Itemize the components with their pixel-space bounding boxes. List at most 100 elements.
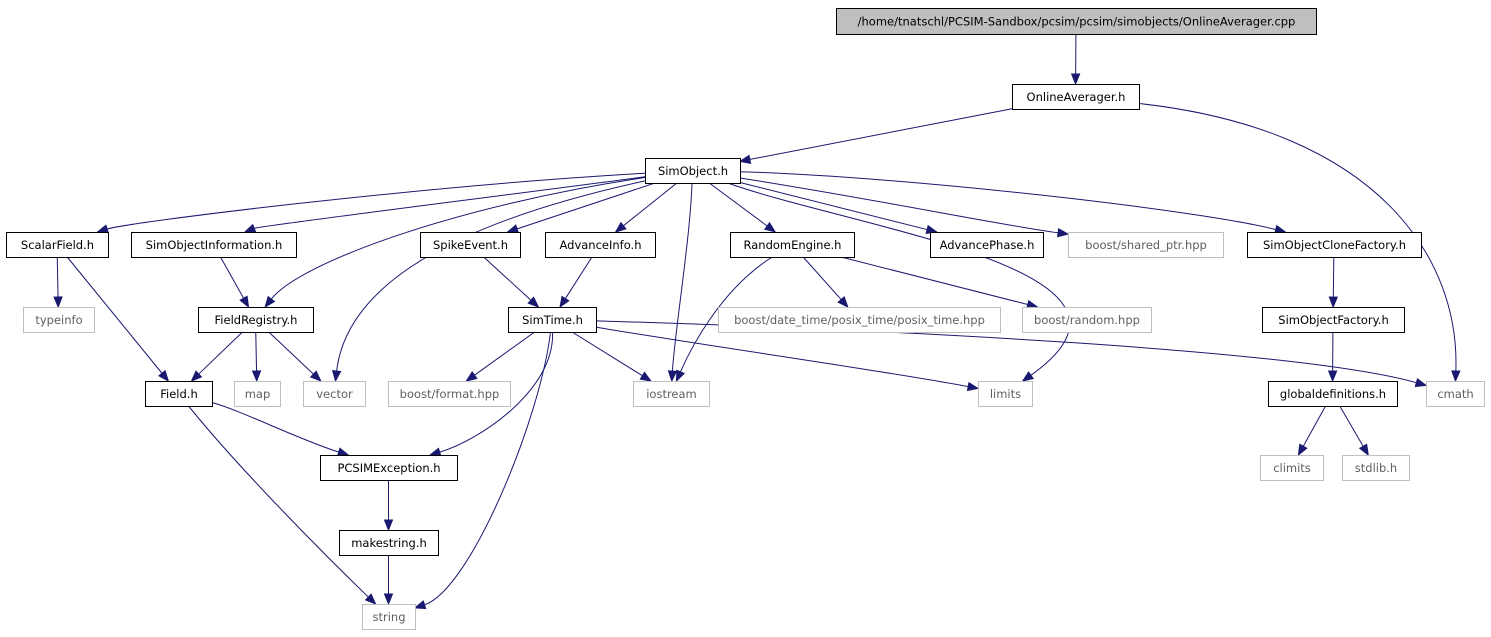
node-limits: limits <box>978 381 1033 407</box>
node-box-stdlib <box>1342 455 1410 481</box>
arrowhead-fieldregistry-to-field <box>190 370 203 382</box>
node-box-map <box>234 381 281 407</box>
edge-scalarfield-to-typeinfo <box>56 256 59 298</box>
node-box-sharedptr <box>1068 232 1224 258</box>
node-globaldefs[interactable]: globaldefinitions.h <box>1268 381 1398 407</box>
node-field[interactable]: Field.h <box>145 381 213 407</box>
node-clonefactory[interactable]: SimObjectCloneFactory.h <box>1247 232 1422 258</box>
edge-simtime-to-limits <box>595 326 969 388</box>
node-box-onlineaverager <box>1012 84 1140 110</box>
arrowhead-field-to-pcsimexception <box>336 447 350 457</box>
node-box-random <box>1022 307 1152 333</box>
node-stdlib: stdlib.h <box>1342 455 1410 481</box>
node-layer: /home/tnatschl/PCSIM-Sandbox/pcsim/pcsim… <box>6 8 1485 630</box>
arrowhead-field-to-string <box>364 593 377 605</box>
edge-spikeevent-to-simtime <box>483 256 532 301</box>
node-makestring[interactable]: makestring.h <box>339 530 439 556</box>
node-box-iostream <box>633 381 710 407</box>
edge-randomengine-to-random <box>840 256 1028 306</box>
node-label-randomengine: RandomEngine.h <box>744 238 842 252</box>
edge-simobject-to-advancephase <box>739 181 928 231</box>
edge-simobject-to-randomengine <box>709 182 768 227</box>
edge-simobject-to-simobjectinformation <box>254 176 646 229</box>
node-box-typeinfo <box>23 307 95 333</box>
node-label-cmath: cmath <box>1437 387 1473 401</box>
node-label-simobjectfactory: SimObjectFactory.h <box>1278 313 1388 327</box>
edge-fieldregistry-to-field <box>198 331 243 375</box>
arrowhead-simtime-to-cmath <box>1414 377 1428 388</box>
node-simobjectinformation[interactable]: SimObjectInformation.h <box>131 232 297 258</box>
edge-simobject-to-sharedptr <box>739 177 1059 234</box>
node-label-map: map <box>245 387 271 401</box>
arrowhead-scalarfield-to-typeinfo <box>53 296 63 309</box>
arrowhead-root-to-onlineaverager <box>1070 73 1081 86</box>
edge-simtime-to-format <box>474 331 535 376</box>
arrowhead-simtime-to-format <box>465 371 478 382</box>
node-label-fieldregistry: FieldRegistry.h <box>215 313 298 327</box>
arrowhead-globaldefs-to-stdlib <box>1358 443 1369 457</box>
node-scalarfield[interactable]: ScalarField.h <box>6 232 109 258</box>
node-label-makestring: makestring.h <box>351 536 427 550</box>
node-box-simobject <box>645 158 741 184</box>
node-climits: climits <box>1260 455 1324 481</box>
node-string: string <box>362 604 416 630</box>
edge-clonefactory-to-simobjectfactory <box>1332 256 1335 298</box>
node-box-pcsimexception <box>320 455 458 481</box>
node-simobjectfactory[interactable]: SimObjectFactory.h <box>1262 307 1405 333</box>
node-box-climits <box>1260 455 1324 481</box>
node-advanceinfo[interactable]: AdvanceInfo.h <box>545 232 656 258</box>
edge-simtime-to-pcsimexception <box>439 331 554 453</box>
node-typeinfo: typeinfo <box>23 307 95 333</box>
edge-simobject-to-vector <box>336 180 646 372</box>
node-randomengine[interactable]: RandomEngine.h <box>730 232 855 258</box>
arrowhead-pcsimexception-to-makestring <box>383 519 394 532</box>
node-label-clonefactory: SimObjectCloneFactory.h <box>1263 238 1406 252</box>
edge-randomengine-to-posixtime <box>802 256 842 300</box>
node-root[interactable]: /home/tnatschl/PCSIM-Sandbox/pcsim/pcsim… <box>836 8 1317 35</box>
node-label-simobjectinformation: SimObjectInformation.h <box>146 238 283 252</box>
arrowhead-simobjectfactory-to-globaldefs <box>1327 370 1338 383</box>
node-fieldregistry[interactable]: FieldRegistry.h <box>198 307 314 333</box>
arrowhead-simtime-to-iostream <box>639 371 653 382</box>
node-box-globaldefs <box>1268 381 1398 407</box>
node-box-randomengine <box>730 232 855 258</box>
node-pcsimexception[interactable]: PCSIMException.h <box>320 455 458 481</box>
node-box-simobjectfactory <box>1262 307 1405 333</box>
node-box-vector <box>303 381 366 407</box>
edge-fieldregistry-to-vector <box>268 331 314 375</box>
node-box-string <box>362 604 416 630</box>
node-format: boost/format.hpp <box>388 381 511 407</box>
node-simobject[interactable]: SimObject.h <box>645 158 741 184</box>
node-onlineaverager[interactable]: OnlineAverager.h <box>1012 84 1140 110</box>
arrowhead-simobjectinformation-to-fieldregistry <box>239 295 250 309</box>
arrowhead-simtime-to-pcsimexception <box>428 447 442 457</box>
edge-scalarfield-to-field <box>66 256 163 374</box>
node-box-cmath <box>1426 381 1485 407</box>
node-spikeevent[interactable]: SpikeEvent.h <box>420 232 521 258</box>
node-box-simobjectinformation <box>131 232 297 258</box>
node-box-posixtime <box>718 307 1001 333</box>
node-cmath: cmath <box>1426 381 1485 407</box>
node-box-advanceinfo <box>545 232 656 258</box>
arrowhead-fieldregistry-to-map <box>251 370 262 383</box>
node-simtime[interactable]: SimTime.h <box>508 307 597 333</box>
edge-onlineaverager-to-simobject <box>749 108 1013 160</box>
node-box-simtime <box>508 307 597 333</box>
node-label-limits: limits <box>990 387 1021 401</box>
edge-advanceinfo-to-simtime <box>564 256 593 299</box>
node-label-pcsimexception: PCSIMException.h <box>337 461 440 475</box>
node-sharedptr: boost/shared_ptr.hpp <box>1068 232 1224 258</box>
arrowhead-simobject-to-iostream <box>667 370 678 383</box>
arrowhead-simtime-to-string <box>413 600 427 610</box>
node-advancephase[interactable]: AdvancePhase.h <box>930 232 1044 258</box>
arrowhead-simtime-to-limits <box>966 381 980 392</box>
node-label-iostream: iostream <box>646 387 697 401</box>
node-label-sharedptr: boost/shared_ptr.hpp <box>1085 238 1207 252</box>
node-label-onlineaverager: OnlineAverager.h <box>1027 90 1126 104</box>
arrowhead-makestring-to-string <box>383 593 394 606</box>
node-label-string: string <box>372 610 405 624</box>
node-label-climits: climits <box>1273 461 1311 475</box>
edge-simobject-to-spikeevent <box>516 182 656 230</box>
